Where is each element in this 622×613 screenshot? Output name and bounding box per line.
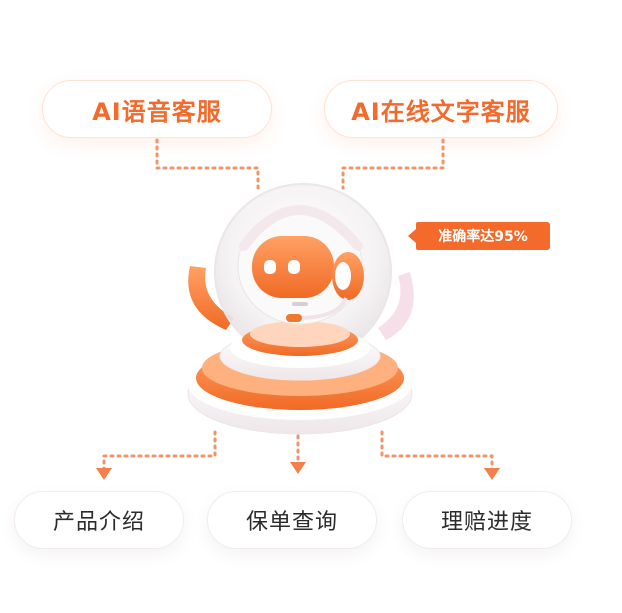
product-intro-label: 产品介绍	[52, 510, 145, 535]
claims-progress-pill: 理赔进度	[402, 491, 572, 549]
robot-customer-service-illustration	[187, 183, 414, 435]
policy-query-label: 保单查询	[245, 510, 338, 535]
connector-claims	[380, 430, 494, 472]
claims-progress-label: 理赔进度	[440, 510, 533, 535]
ai-voice-service-pill: AI语音客服	[42, 80, 272, 138]
ai-text-service-label: AI在线文字客服	[351, 97, 531, 126]
ai-voice-service-label: AI语音客服	[92, 97, 222, 126]
accuracy-badge: 准确率达95%	[408, 222, 550, 250]
ai-text-service-pill: AI在线文字客服	[324, 80, 558, 138]
arrow-down-icon	[290, 462, 306, 474]
connector-voice	[155, 138, 260, 190]
connector-product	[102, 430, 217, 472]
connector-text	[341, 138, 445, 190]
product-intro-pill: 产品介绍	[14, 491, 184, 549]
arrow-down-icon	[484, 468, 500, 480]
arrow-down-icon	[96, 468, 112, 480]
policy-query-pill: 保单查询	[207, 491, 377, 549]
accuracy-badge-label: 准确率达95%	[438, 229, 528, 245]
